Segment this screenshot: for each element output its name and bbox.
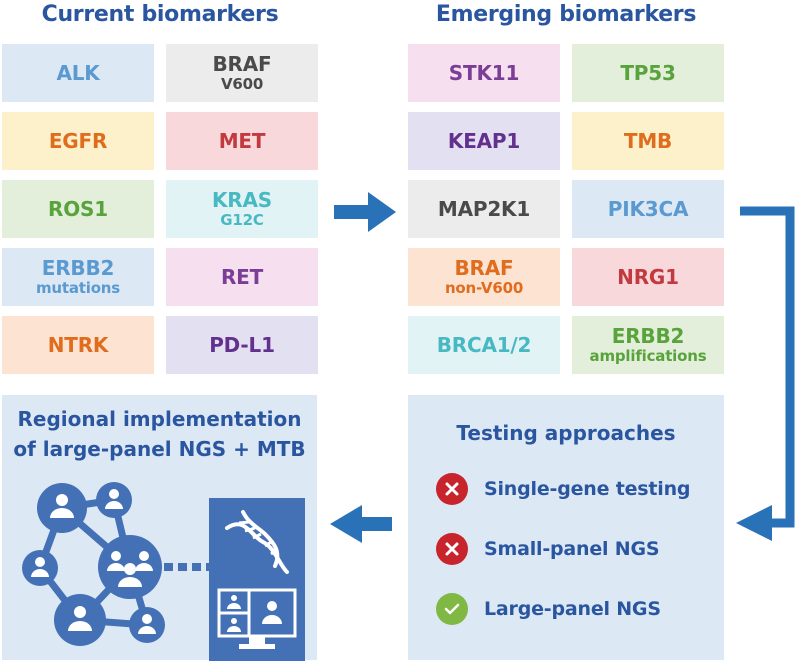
- biomarker-label: ALK: [56, 61, 100, 85]
- current-biomarker-box: ROS1: [2, 180, 154, 238]
- biomarker-label: KRAS: [212, 188, 272, 212]
- emerging-biomarker-box: NRG1: [572, 248, 724, 306]
- approach-single-gene: Single-gene testing: [436, 473, 691, 505]
- emerging-biomarker-box: TP53: [572, 44, 724, 102]
- biomarker-sublabel: V600: [220, 75, 264, 93]
- biomarker-sublabel: mutations: [35, 279, 121, 297]
- left-arrow-icon: [330, 505, 392, 543]
- current-biomarkers-title: Current biomarkers: [41, 2, 279, 27]
- biomarker-label: ROS1: [48, 197, 108, 221]
- emerging-biomarker-box: MAP2K1: [408, 180, 560, 238]
- biomarker-label: BRAF: [454, 256, 514, 280]
- right-arrow-icon: [334, 192, 396, 232]
- biomarker-label: ERBB2: [41, 256, 115, 280]
- regional-implementation-panel: Regional implementation of large-panel N…: [2, 395, 317, 661]
- x-icon: [436, 473, 468, 505]
- regional-title-line1: Regional implementation: [17, 407, 302, 431]
- current-biomarker-box: EGFR: [2, 112, 154, 170]
- biomarker-label: KEAP1: [447, 129, 521, 153]
- biomarker-label: MET: [218, 129, 266, 153]
- biomarker-sublabel: G12C: [220, 211, 264, 229]
- biomarker-label: PD-L1: [209, 333, 275, 357]
- emerging-biomarker-box: KEAP1: [408, 112, 560, 170]
- current-biomarker-box: ALK: [2, 44, 154, 102]
- emerging-biomarker-box: TMB: [572, 112, 724, 170]
- mtb-panel: [209, 498, 305, 661]
- approach-label: Single-gene testing: [484, 478, 691, 500]
- emerging-biomarker-box: BRCA1/2: [408, 316, 560, 374]
- biomarker-label: ERBB2: [611, 324, 685, 348]
- x-icon: [436, 533, 468, 565]
- testing-approaches-panel: Testing approaches Single-gene testing S…: [408, 395, 724, 660]
- biomarker-sublabel: non-V600: [444, 279, 524, 297]
- current-biomarker-box: PD-L1: [166, 316, 318, 374]
- dna-icon: [225, 510, 289, 574]
- check-icon: [436, 593, 468, 625]
- biomarker-label: MAP2K1: [437, 197, 531, 221]
- regional-title-line2: of large-panel NGS + MTB: [13, 437, 306, 461]
- approach-large-panel: Large-panel NGS: [436, 593, 661, 625]
- emerging-biomarker-box: PIK3CA: [572, 180, 724, 238]
- biomarker-label: TP53: [620, 61, 676, 85]
- biomarker-label: PIK3CA: [607, 197, 689, 221]
- biomarker-label: NRG1: [617, 265, 679, 289]
- video-conference-monitor-icon: [217, 588, 297, 649]
- biomarker-sublabel: amplifications: [589, 347, 707, 365]
- biomarker-label: RET: [220, 265, 264, 289]
- biomarker-label: BRAF: [212, 52, 272, 76]
- biomarker-label: NTRK: [47, 333, 109, 357]
- current-biomarker-box: NTRK: [2, 316, 154, 374]
- current-biomarker-box: MET: [166, 112, 318, 170]
- approach-small-panel: Small-panel NGS: [436, 533, 660, 565]
- approach-label: Small-panel NGS: [484, 538, 660, 560]
- network-of-people-icon: [22, 482, 212, 646]
- emerging-biomarker-box: STK11: [408, 44, 560, 102]
- biomarker-label: BRCA1/2: [436, 333, 532, 357]
- biomarker-label: STK11: [448, 61, 520, 85]
- emerging-biomarkers-title: Emerging biomarkers: [435, 2, 697, 27]
- biomarker-label: TMB: [623, 129, 673, 153]
- testing-approaches-title: Testing approaches: [456, 421, 676, 445]
- biomarker-label: EGFR: [48, 129, 108, 153]
- approach-label: Large-panel NGS: [484, 598, 661, 620]
- current-biomarker-box: RET: [166, 248, 318, 306]
